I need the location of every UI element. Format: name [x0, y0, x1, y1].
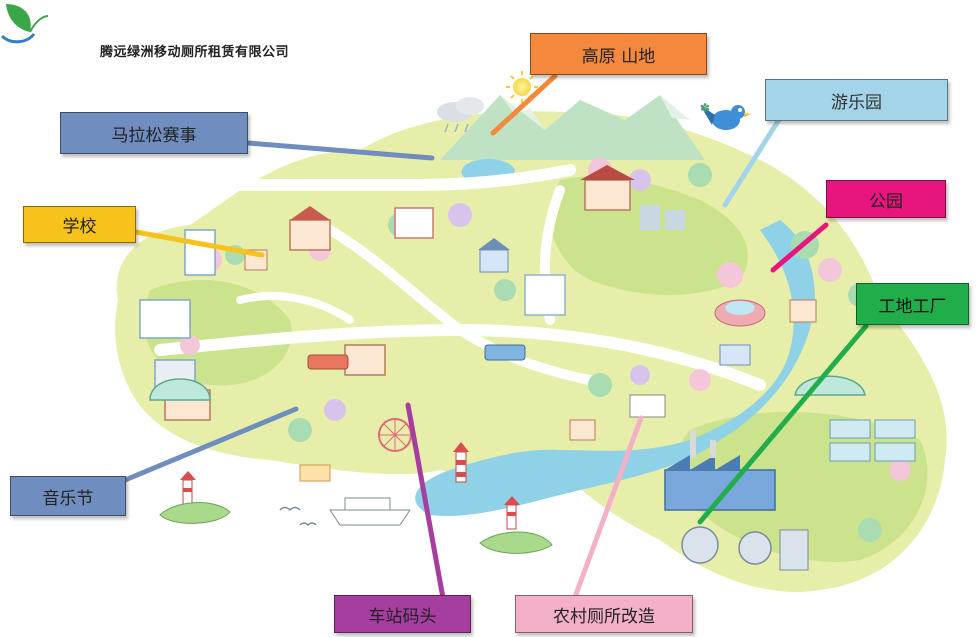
svg-text:✽: ✽	[700, 101, 710, 115]
mountain-range	[440, 95, 705, 160]
callout-park: 公园	[826, 180, 946, 218]
lighthouse-icon	[453, 442, 469, 483]
road-network	[154, 164, 766, 391]
lighthouse-icon	[504, 496, 520, 530]
sun-icon	[506, 71, 538, 103]
bus-icon	[484, 344, 526, 361]
callout-station-pier: 车站码头	[334, 595, 471, 633]
ferris-wheel-icon	[378, 418, 412, 452]
buildings	[139, 165, 817, 482]
lighthouse-icon	[180, 471, 196, 506]
callout-marathon: 马拉松赛事	[60, 112, 248, 154]
callout-amusement-park: 游乐园	[765, 79, 948, 121]
callout-school: 学校	[23, 206, 136, 243]
fountain	[714, 299, 766, 327]
rain-cloud-icon	[437, 97, 484, 133]
factory	[664, 430, 809, 571]
callout-music-festival: 音乐节	[10, 476, 126, 516]
island	[159, 502, 231, 524]
island	[479, 531, 553, 554]
greenhouse-dome	[149, 378, 211, 401]
company-name: 腾远绿洲移动厕所租赁有限公司	[100, 45, 290, 60]
crop-fields	[829, 419, 916, 462]
callout-rural-toilet-renovation: 农村厕所改造	[515, 595, 693, 633]
ferry-boat-icon	[329, 497, 411, 526]
bluebird-icon: ✽	[700, 101, 751, 130]
callout-leader-lines	[122, 73, 869, 601]
leaf-bird-logo-icon	[0, 4, 49, 44]
seagulls	[279, 506, 317, 527]
callout-highland: 高原 山地	[530, 33, 707, 75]
callout-construction-factory: 工地工厂	[856, 283, 969, 325]
train-icon	[307, 354, 349, 370]
